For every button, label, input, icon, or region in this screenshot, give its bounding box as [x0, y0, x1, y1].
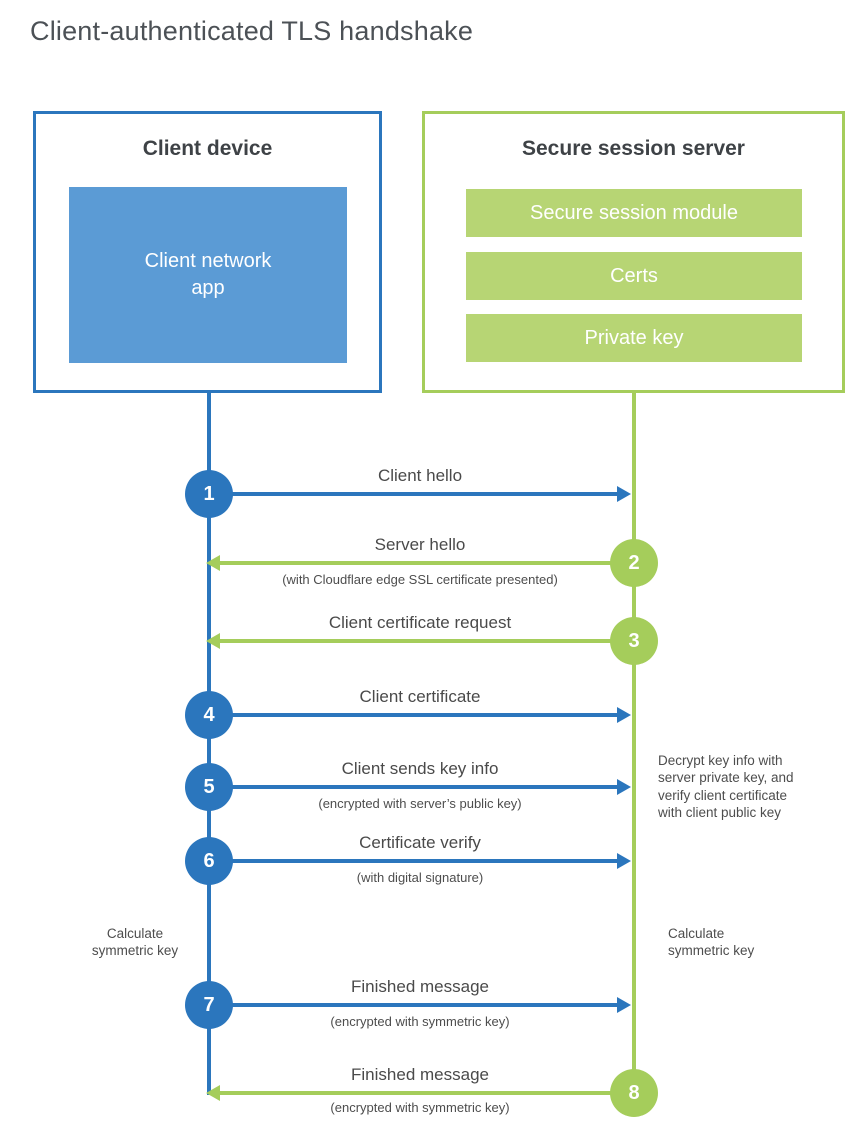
- step-7-arrowhead-icon: [617, 997, 631, 1013]
- step-7-arrow: [231, 1003, 617, 1007]
- step-2-label: Server hello: [374, 535, 466, 554]
- client-device-title: Client device: [142, 137, 273, 160]
- client-network-app-box: Client network app: [69, 187, 347, 363]
- decrypt-note: Decrypt key info with server private key…: [658, 753, 794, 820]
- step-2-arrow: [220, 561, 612, 565]
- step-1-arrow: [231, 492, 617, 496]
- step-5-arrowhead-icon: [617, 779, 631, 795]
- step-8-badge: 8: [610, 1069, 658, 1117]
- step-5-arrow: [231, 785, 617, 789]
- step-4-arrowhead-icon: [617, 707, 631, 723]
- step-3-badge: 3: [610, 617, 658, 665]
- server-lifeline: [632, 393, 636, 1093]
- certs-bar: Certs: [466, 252, 802, 300]
- step-2-sublabel: (with Cloudflare edge SSL certificate pr…: [282, 572, 558, 587]
- step-5-sublabel: (encrypted with server’s public key): [318, 796, 522, 811]
- server-title: Secure session server: [522, 137, 745, 160]
- step-6-badge: 6: [185, 837, 233, 885]
- step-8-arrow: [220, 1091, 612, 1095]
- step-3-label: Client certificate request: [328, 613, 512, 632]
- step-7-badge: 7: [185, 981, 233, 1029]
- page-title: Client-authenticated TLS handshake: [30, 16, 474, 46]
- step-1-arrowhead-icon: [617, 486, 631, 502]
- step-6-arrowhead-icon: [617, 853, 631, 869]
- step-8-arrowhead-icon: [206, 1085, 220, 1101]
- step-1-label: Client hello: [377, 466, 463, 485]
- step-4-badge: 4: [185, 691, 233, 739]
- client-lifeline: [207, 393, 211, 1095]
- step-5-badge: 5: [185, 763, 233, 811]
- calculate-symmetric-key-note-server: Calculate symmetric key: [668, 926, 755, 959]
- step-6-arrow: [231, 859, 617, 863]
- step-3-arrow: [220, 639, 612, 643]
- private-key-bar: Private key: [466, 314, 802, 362]
- step-8-label: Finished message: [351, 1065, 489, 1084]
- calculate-symmetric-key-note-client: Calculate symmetric key: [91, 926, 179, 959]
- step-8-sublabel: (encrypted with symmetric key): [330, 1100, 510, 1115]
- step-2-arrowhead-icon: [206, 555, 220, 571]
- step-5-label: Client sends key info: [341, 759, 499, 778]
- step-3-arrowhead-icon: [206, 633, 220, 649]
- step-7-label: Finished message: [351, 977, 489, 996]
- step-6-label: Certificate verify: [359, 833, 481, 852]
- step-2-badge: 2: [610, 539, 658, 587]
- secure-session-module-bar: Secure session module: [466, 189, 802, 237]
- step-4-arrow: [231, 713, 617, 717]
- step-4-label: Client certificate: [359, 687, 481, 706]
- step-7-sublabel: (encrypted with symmetric key): [330, 1014, 510, 1029]
- step-1-badge: 1: [185, 470, 233, 518]
- step-6-sublabel: (with digital signature): [356, 870, 484, 885]
